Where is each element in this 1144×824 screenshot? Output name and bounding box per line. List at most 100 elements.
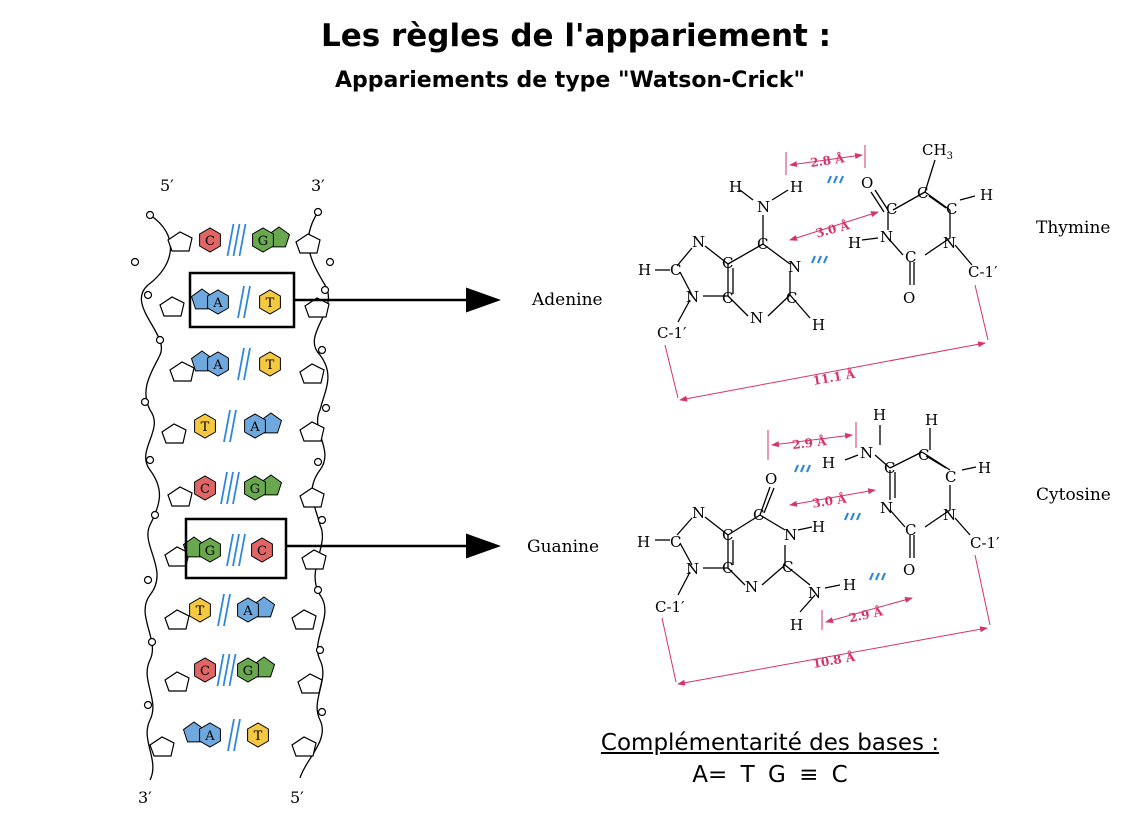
base-A-left-1: A bbox=[190, 288, 229, 315]
backbone-left bbox=[140, 214, 172, 781]
base-A-left-8: A bbox=[182, 721, 221, 748]
thymine-structure bbox=[861, 159, 976, 285]
svg-text:N: N bbox=[784, 526, 797, 544]
base-T-right-1: T bbox=[259, 289, 281, 315]
base-T-left-6: T bbox=[189, 597, 211, 623]
at-dist-1: 2.8 Å bbox=[809, 150, 846, 170]
svg-text:N: N bbox=[750, 309, 763, 327]
helix-end-bottom-right: 5′ bbox=[290, 788, 304, 807]
svg-text:H: H bbox=[980, 186, 993, 204]
adenine-c1: C-1′ bbox=[657, 324, 687, 342]
svg-text:C: C bbox=[945, 468, 956, 486]
svg-text:C: C bbox=[722, 289, 733, 307]
svg-text:H: H bbox=[790, 616, 803, 634]
svg-text:C: C bbox=[918, 446, 929, 464]
svg-text:N: N bbox=[692, 504, 705, 522]
gc-dist-total: 10.8 Å bbox=[811, 649, 856, 671]
svg-text:N: N bbox=[686, 560, 699, 578]
svg-text:H: H bbox=[812, 518, 825, 536]
svg-text:H: H bbox=[812, 316, 825, 334]
svg-text:N: N bbox=[692, 233, 705, 251]
svg-text:H: H bbox=[873, 406, 886, 424]
svg-text:C: C bbox=[886, 200, 897, 218]
sugar-rings bbox=[149, 231, 330, 757]
label-thymine: Thymine bbox=[1036, 218, 1110, 238]
thymine-c1: C-1′ bbox=[968, 263, 998, 281]
thymine-atoms: CH3 O C C C H N H N C O C-1′ bbox=[848, 141, 998, 307]
base-letter: G bbox=[205, 544, 215, 559]
hbond-lines-0 bbox=[226, 223, 247, 257]
backbone-nodes bbox=[130, 207, 335, 717]
svg-text:C: C bbox=[722, 254, 733, 272]
svg-text:N: N bbox=[880, 228, 893, 246]
gc-dimensions: 2.9 Å 3.0 Å 2.9 Å 10.8 Å bbox=[661, 422, 991, 686]
svg-text:C: C bbox=[722, 559, 733, 577]
svg-text:C: C bbox=[670, 533, 681, 551]
page-subtitle: Appariements de type "Watson-Crick" bbox=[335, 68, 805, 93]
highlight-box-gc bbox=[184, 517, 288, 580]
svg-text:N: N bbox=[808, 584, 821, 602]
base-letter: G bbox=[258, 234, 268, 249]
base-letter: C bbox=[200, 664, 210, 679]
cytosine-structure bbox=[844, 425, 977, 558]
helix-end-top-left: 5′ bbox=[160, 176, 174, 195]
base-A-left-2: A bbox=[190, 350, 229, 377]
base-G-right-7: G bbox=[237, 656, 276, 683]
hbond-lines-8 bbox=[227, 718, 241, 752]
base-letter: T bbox=[266, 296, 275, 311]
svg-text:H: H bbox=[848, 234, 861, 252]
hbond-lines-5 bbox=[226, 533, 246, 567]
svg-text:H: H bbox=[843, 576, 856, 594]
svg-text:C: C bbox=[884, 459, 895, 477]
at-dist-total: 11.1 Å bbox=[811, 366, 856, 388]
svg-text:N: N bbox=[757, 198, 770, 216]
svg-text:C: C bbox=[670, 261, 681, 279]
hbond-lines-7 bbox=[216, 653, 237, 687]
complementarity-pairs: A= T G ≡ C bbox=[692, 762, 848, 788]
guanine-c1: C-1′ bbox=[655, 598, 685, 616]
base-T-right-8: T bbox=[247, 722, 269, 748]
svg-text:O: O bbox=[903, 561, 915, 579]
svg-text:N: N bbox=[745, 578, 758, 596]
base-C-left-7: C bbox=[194, 657, 216, 683]
base-G-right-0: G bbox=[252, 226, 291, 253]
base-letter: C bbox=[205, 234, 215, 249]
thymine-ch3: CH3 bbox=[922, 141, 953, 162]
gc-hbonds bbox=[793, 464, 887, 581]
base-C-left-4: C bbox=[194, 475, 216, 501]
svg-text:C: C bbox=[786, 289, 797, 307]
at-dimensions: 2.8 Å 3.0 Å 11.1 Å bbox=[664, 145, 989, 402]
base-letter: A bbox=[204, 729, 215, 744]
helix-end-bottom-left: 3′ bbox=[138, 788, 152, 807]
gc-dist-1: 2.9 Å bbox=[791, 433, 828, 452]
svg-text:O: O bbox=[765, 470, 777, 488]
svg-text:C: C bbox=[753, 506, 764, 524]
cytosine-c1: C-1′ bbox=[970, 534, 1000, 552]
label-guanine: Guanine bbox=[527, 537, 599, 557]
helix-end-top-right: 3′ bbox=[311, 176, 325, 195]
guanine-atoms: O C N H C N C C N C H N N H H C-1′ bbox=[637, 470, 856, 634]
hbond-lines-4 bbox=[220, 471, 240, 505]
svg-text:C: C bbox=[905, 248, 916, 266]
base-letter: G bbox=[250, 482, 260, 497]
gc-dist-3: 2.9 Å bbox=[847, 603, 884, 625]
svg-text:C: C bbox=[722, 526, 733, 544]
svg-text:C: C bbox=[946, 200, 957, 218]
gc-dist-2: 3.0 Å bbox=[811, 490, 848, 510]
double-helix: 5′ 3′ 3′ 5′ bbox=[130, 176, 335, 807]
base-T-right-2: T bbox=[259, 351, 281, 377]
svg-text:H: H bbox=[638, 261, 651, 279]
svg-text:C: C bbox=[905, 521, 916, 539]
base-letter: C bbox=[200, 482, 210, 497]
gc-pair: Guanine Cytosine O C N bbox=[527, 406, 1111, 686]
base-letter: A bbox=[249, 420, 260, 435]
svg-text:N: N bbox=[943, 234, 956, 252]
svg-text:N: N bbox=[860, 444, 873, 462]
at-hbonds bbox=[810, 175, 845, 264]
svg-text:O: O bbox=[903, 289, 915, 307]
base-A-right-6: A bbox=[237, 596, 276, 623]
adenine-structure bbox=[655, 189, 811, 323]
